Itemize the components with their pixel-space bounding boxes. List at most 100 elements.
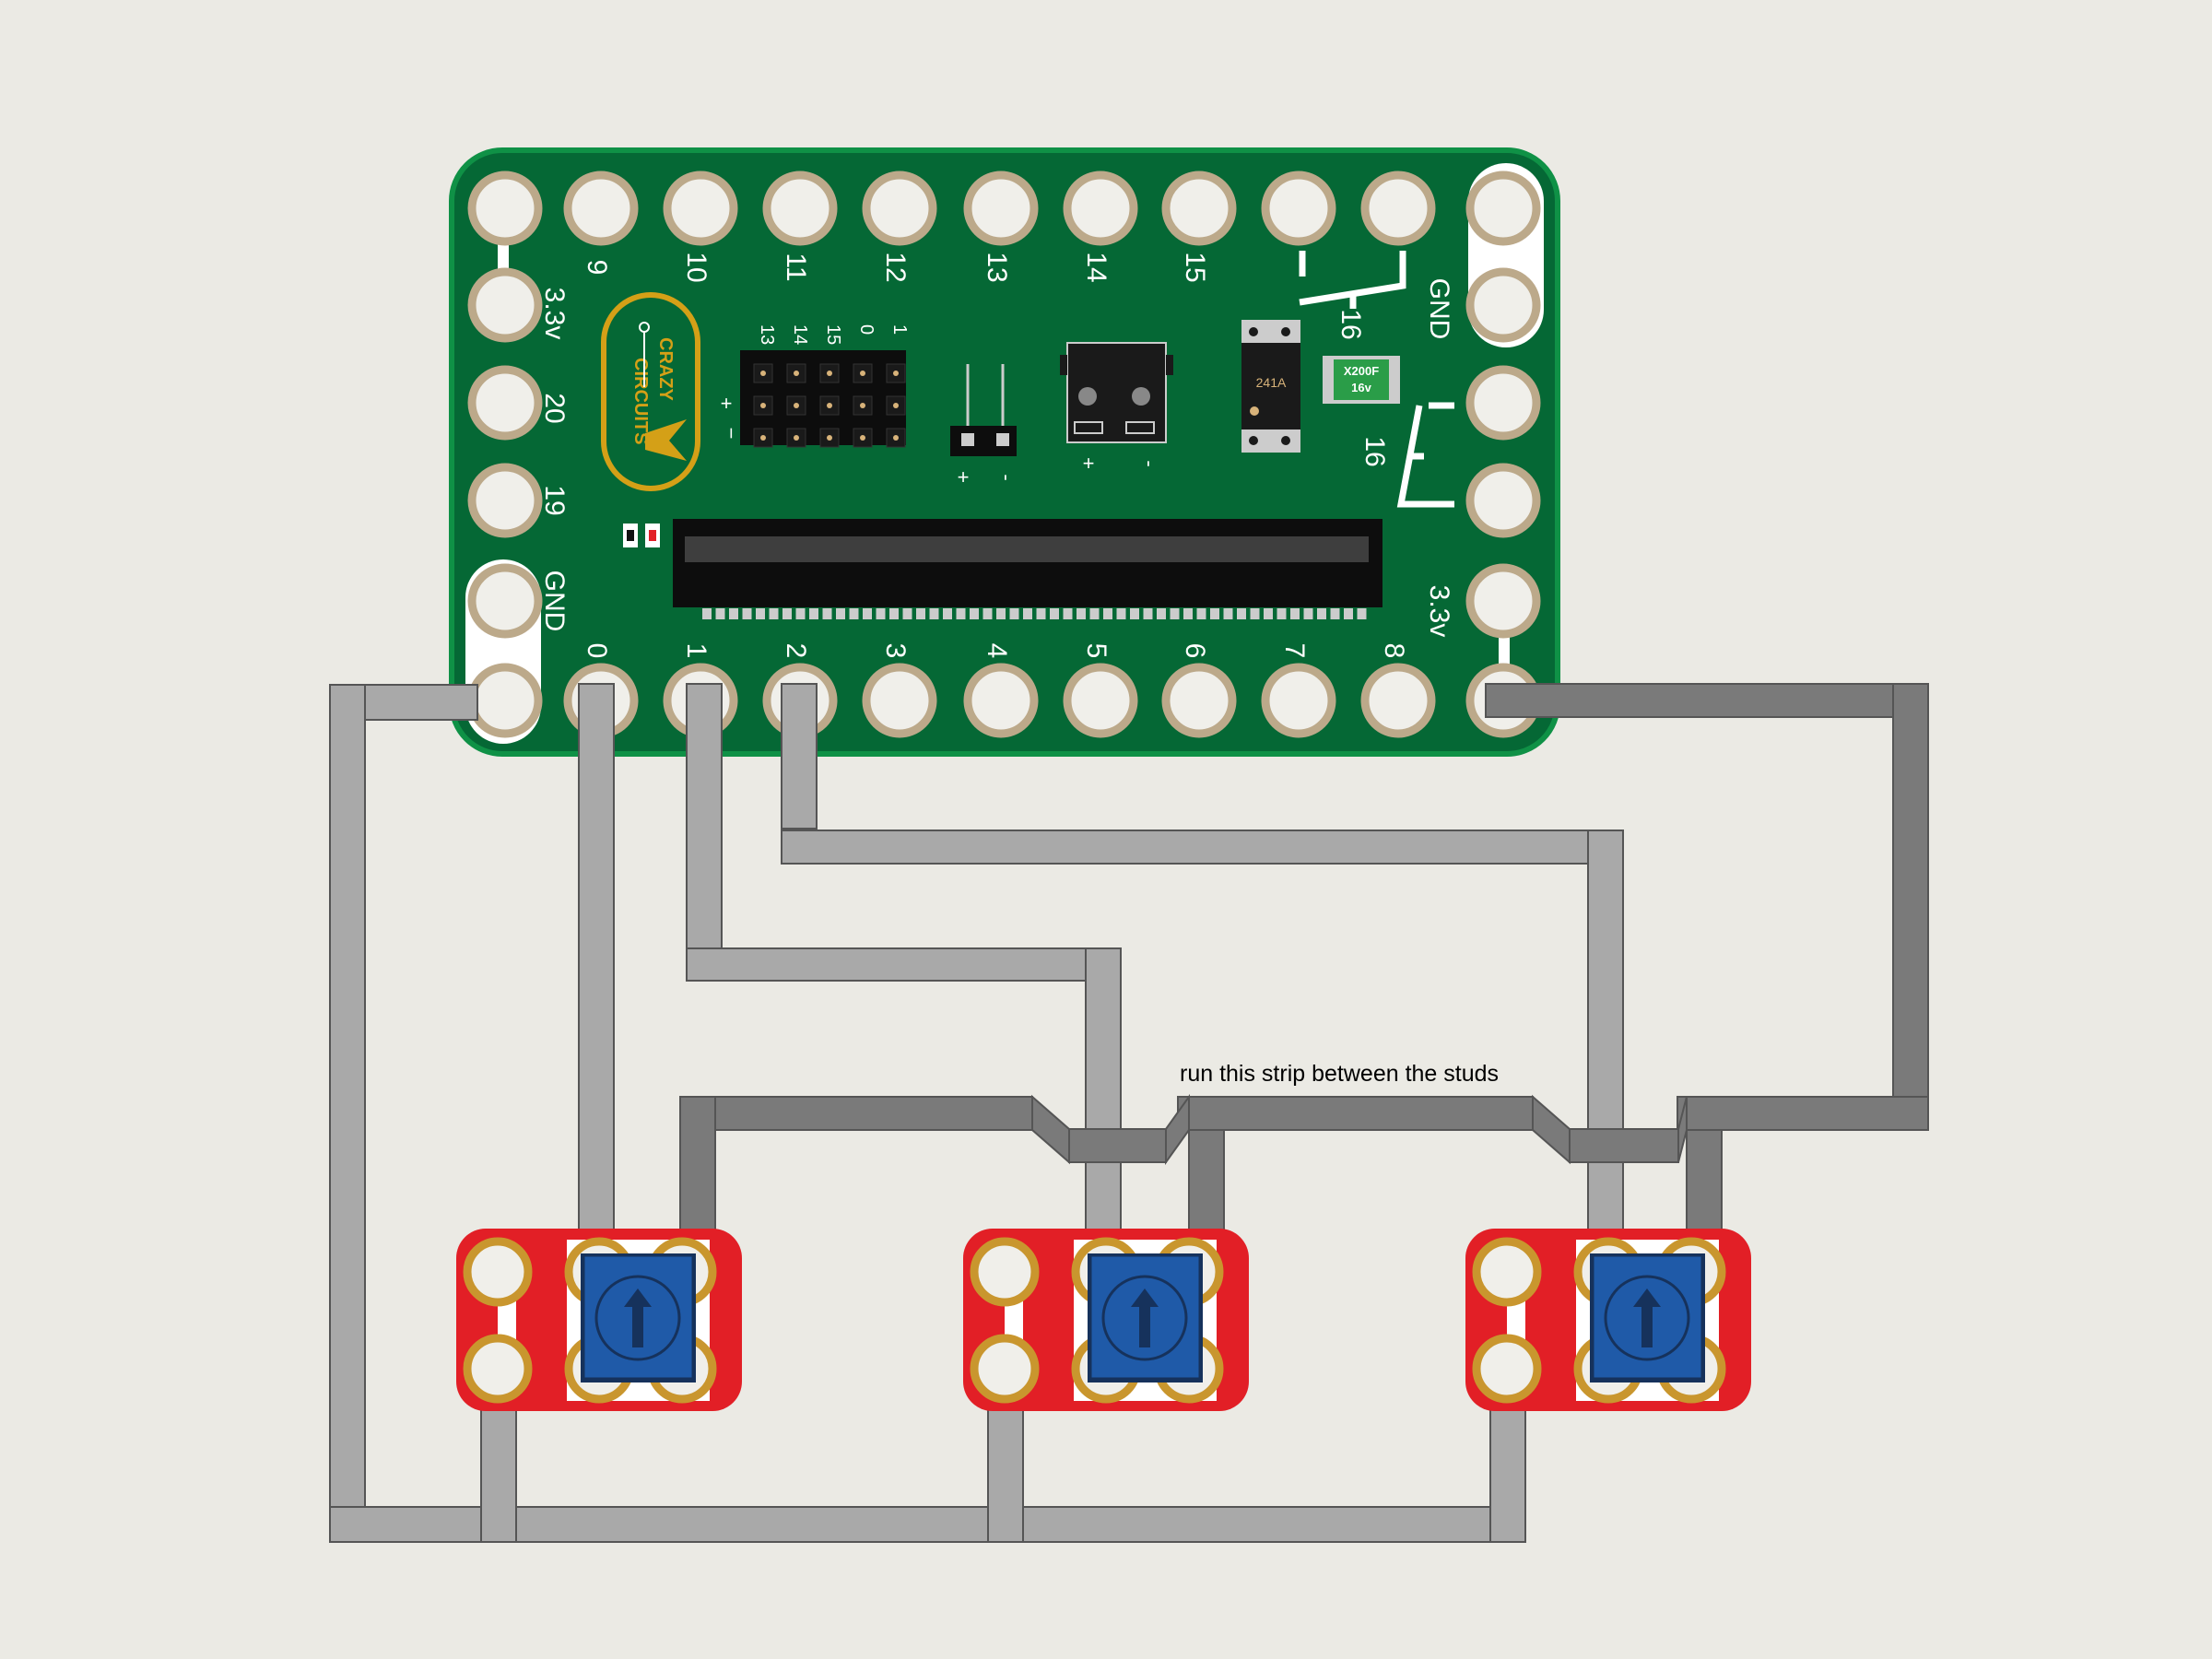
- tape-segment: [578, 683, 615, 1236]
- servo-plus-label: +: [958, 465, 970, 488]
- knob-dial: [1604, 1275, 1690, 1361]
- edge-tooth: [916, 608, 925, 619]
- potentiometer-2: [963, 1229, 1249, 1411]
- edge-tooth: [1143, 608, 1153, 619]
- edge-tooth: [822, 608, 832, 619]
- tape-segment: [686, 947, 1121, 982]
- header-plus-label: +: [721, 392, 733, 415]
- module-pad: [463, 1334, 533, 1404]
- left-pad-0: [467, 267, 543, 343]
- status-leds: [623, 524, 660, 547]
- top-pad-2: [663, 171, 738, 246]
- logo-ring: [601, 292, 700, 491]
- bottom-pin-label-4: 4: [982, 643, 1012, 659]
- top-pin-label-15: 15: [1180, 252, 1210, 282]
- edge-tooth: [902, 608, 912, 619]
- edge-tooth: [1036, 608, 1046, 619]
- tape-segment: [1587, 830, 1624, 1237]
- edge-tooth: [1130, 608, 1139, 619]
- left-label-gnd: GND: [539, 571, 570, 632]
- right-pad-3: [1465, 463, 1541, 538]
- header-pin-dot: [893, 403, 899, 408]
- edge-tooth: [970, 608, 979, 619]
- conductive-tape-traces: [329, 683, 1929, 1543]
- top-pad-0: [467, 171, 543, 246]
- edge-tooth: [769, 608, 779, 619]
- servo-connector: + -: [950, 364, 1018, 488]
- edge-tooth: [756, 608, 765, 619]
- arrow-up-icon: [1633, 1288, 1661, 1347]
- knob-dial: [1101, 1275, 1188, 1361]
- edge-tooth: [1330, 608, 1340, 619]
- knob-dial: [594, 1275, 681, 1361]
- edge-tooth: [929, 608, 939, 619]
- servo-minus-label: -: [995, 474, 1018, 480]
- tape-segment: [329, 684, 366, 1543]
- tape-segment: [679, 1096, 1033, 1131]
- edge-tooth: [1050, 608, 1059, 619]
- header-minus-label: −: [720, 428, 743, 440]
- arrow-up-icon: [624, 1288, 652, 1347]
- header-pin-dot: [827, 403, 832, 408]
- edge-tooth: [863, 608, 872, 619]
- edge-tooth: [1264, 608, 1273, 619]
- header-pin-dot: [860, 435, 865, 441]
- header-pin-dot: [760, 403, 766, 408]
- edge-tooth: [1170, 608, 1180, 619]
- edge-tooth: [943, 608, 952, 619]
- fuse: X200F 16v: [1323, 356, 1400, 404]
- tape-fold: [1532, 1094, 1571, 1165]
- logo-line-1: CRAZY: [655, 337, 676, 402]
- tape-segment: [1177, 1096, 1534, 1131]
- header-pin-dot: [794, 403, 799, 408]
- top-pad-6: [1063, 171, 1138, 246]
- header-pin-dot: [827, 371, 832, 376]
- edge-tooth: [1290, 608, 1300, 619]
- tape-segment: [1892, 683, 1929, 1131]
- bottom-pin-label-8: 8: [1379, 643, 1409, 659]
- bottom-pin-label-3: 3: [880, 643, 911, 659]
- edge-tooth: [1103, 608, 1112, 619]
- edge-tooth: [1196, 608, 1206, 619]
- edge-tooth: [982, 608, 993, 619]
- module-pad: [463, 1237, 533, 1307]
- top-pin-label-11: 11: [781, 253, 811, 281]
- edge-tooth: [702, 608, 712, 619]
- header-pin-dot: [794, 371, 799, 376]
- edge-tooth: [795, 608, 806, 619]
- header-col-label-0: 0: [856, 324, 877, 335]
- potentiometer-3: [1465, 1229, 1751, 1411]
- potentiometer-modules: [456, 1229, 1751, 1411]
- tape-segment: [1569, 1128, 1679, 1163]
- tape-segment: [781, 830, 1623, 865]
- edge-tooth: [849, 608, 859, 619]
- edge-tooth: [1063, 608, 1073, 619]
- edge-tooth: [1077, 608, 1086, 619]
- edge-tooth: [889, 608, 899, 619]
- tape-segment: [679, 1096, 716, 1236]
- bottom-pad-0: [467, 663, 543, 738]
- bottom-pad-4: [862, 663, 937, 738]
- tape-segment: [781, 683, 818, 830]
- regulator-chip: 241A: [1241, 320, 1300, 453]
- header-pin-dot: [860, 403, 865, 408]
- edge-slot: [673, 519, 1382, 607]
- edge-tooth: [1183, 608, 1193, 619]
- header-pins: [753, 363, 906, 448]
- edge-tooth: [1357, 608, 1367, 619]
- edge-tooth: [1089, 608, 1100, 619]
- power-minus-label: -: [1138, 460, 1161, 466]
- edge-tooth: [1277, 608, 1287, 619]
- bottom-pad-5: [963, 663, 1039, 738]
- right-pad-4: [1465, 563, 1541, 639]
- edge-tooth: [782, 608, 792, 619]
- header-col-label-14: 14: [790, 324, 810, 345]
- right-pad-0: [1465, 171, 1541, 246]
- crazy-circuits-logo: CRAZY CIRCUITS: [601, 292, 700, 491]
- edge-tooth: [1317, 608, 1326, 619]
- left-label-3v3: 3.3v: [539, 288, 570, 340]
